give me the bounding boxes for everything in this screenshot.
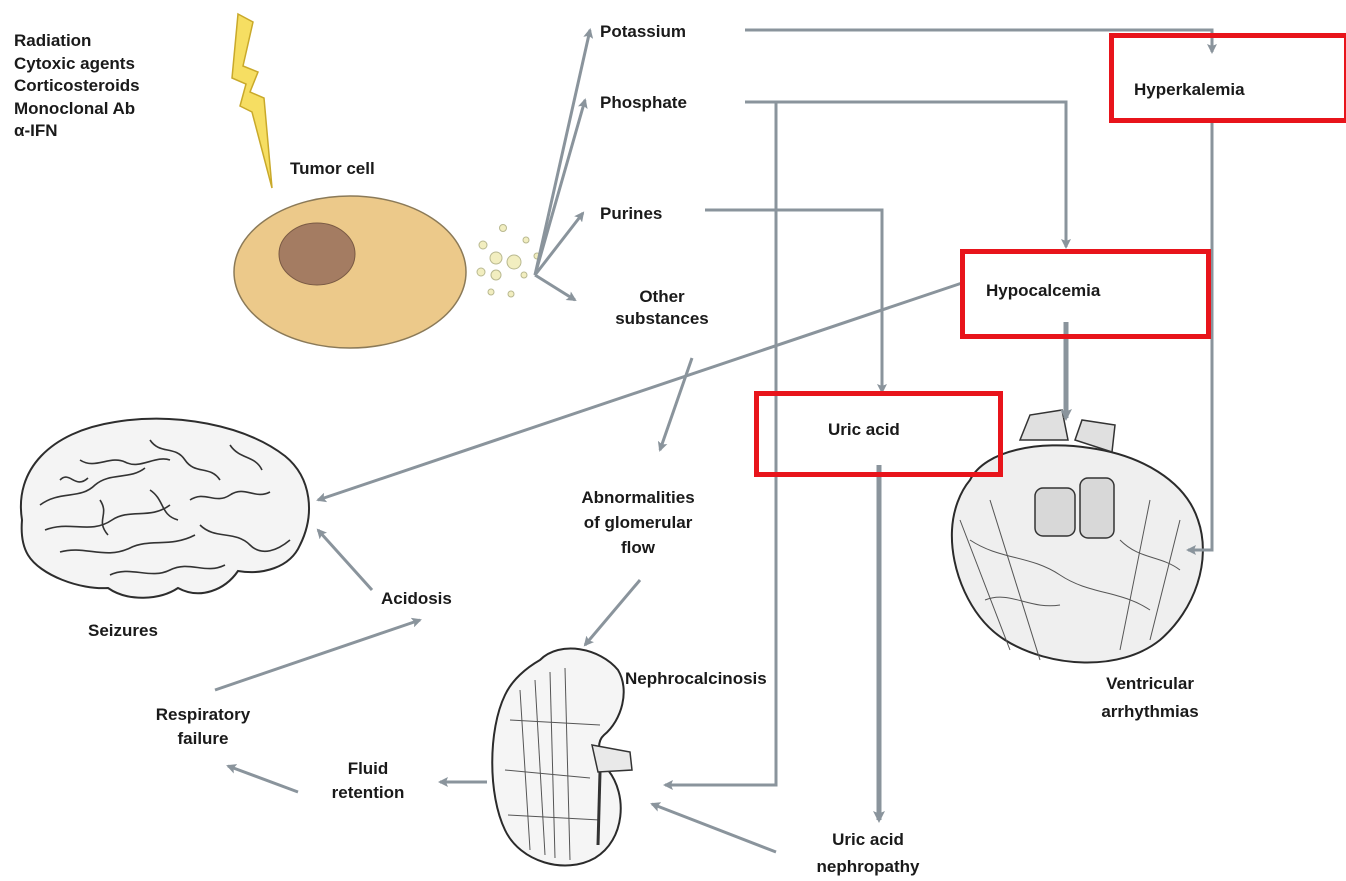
cause-item: Corticosteroids: [14, 75, 140, 98]
label-line: Fluid: [308, 757, 428, 781]
ventricular-arrhythmias-label: Ventricular arrhythmias: [1060, 670, 1240, 726]
brain-icon: [21, 419, 309, 598]
seizures-label: Seizures: [88, 620, 158, 642]
uric-acid-label: Uric acid: [828, 419, 900, 441]
label-line: Abnormalities: [538, 485, 738, 510]
tumor-cell-icon: [234, 196, 540, 348]
label-line: retention: [308, 781, 428, 805]
hypocalcemia-label: Hypocalcemia: [986, 280, 1100, 302]
purines-label: Purines: [600, 203, 662, 225]
nephrocalcinosis-label: Nephrocalcinosis: [625, 668, 767, 690]
hyperkalemia-highlight: [1109, 33, 1346, 123]
label-line: substances: [582, 308, 742, 330]
cause-item: Cytoxic agents: [14, 53, 140, 76]
label-line: failure: [118, 727, 288, 751]
acidosis-label: Acidosis: [381, 588, 452, 610]
label-line: Other: [582, 286, 742, 308]
label-line: Respiratory: [118, 703, 288, 727]
label-line: nephropathy: [783, 853, 953, 880]
cause-item: α-IFN: [14, 120, 140, 143]
kidney-icon: [492, 649, 632, 866]
fluid-retention-label: Fluid retention: [308, 757, 428, 805]
cause-item: Monoclonal Ab: [14, 98, 140, 121]
cause-item: Radiation: [14, 30, 140, 53]
arrows: [215, 30, 1212, 852]
other-substances-label: Other substances: [582, 286, 742, 330]
label-line: of glomerular: [538, 510, 738, 535]
label-line: Ventricular: [1060, 670, 1240, 698]
hyperkalemia-label: Hyperkalemia: [1134, 79, 1245, 101]
label-line: flow: [538, 535, 738, 560]
lightning-bolt-icon: [232, 14, 272, 188]
phosphate-label: Phosphate: [600, 92, 687, 114]
cause-list: Radiation Cytoxic agents Corticosteroids…: [14, 30, 140, 143]
tumor-cell-label: Tumor cell: [290, 158, 375, 180]
label-line: arrhythmias: [1060, 698, 1240, 726]
potassium-label: Potassium: [600, 21, 686, 43]
abnormalities-label: Abnormalities of glomerular flow: [538, 485, 738, 560]
uric-acid-nephropathy-label: Uric acid nephropathy: [783, 826, 953, 880]
label-line: Uric acid: [783, 826, 953, 853]
respiratory-failure-label: Respiratory failure: [118, 703, 288, 751]
